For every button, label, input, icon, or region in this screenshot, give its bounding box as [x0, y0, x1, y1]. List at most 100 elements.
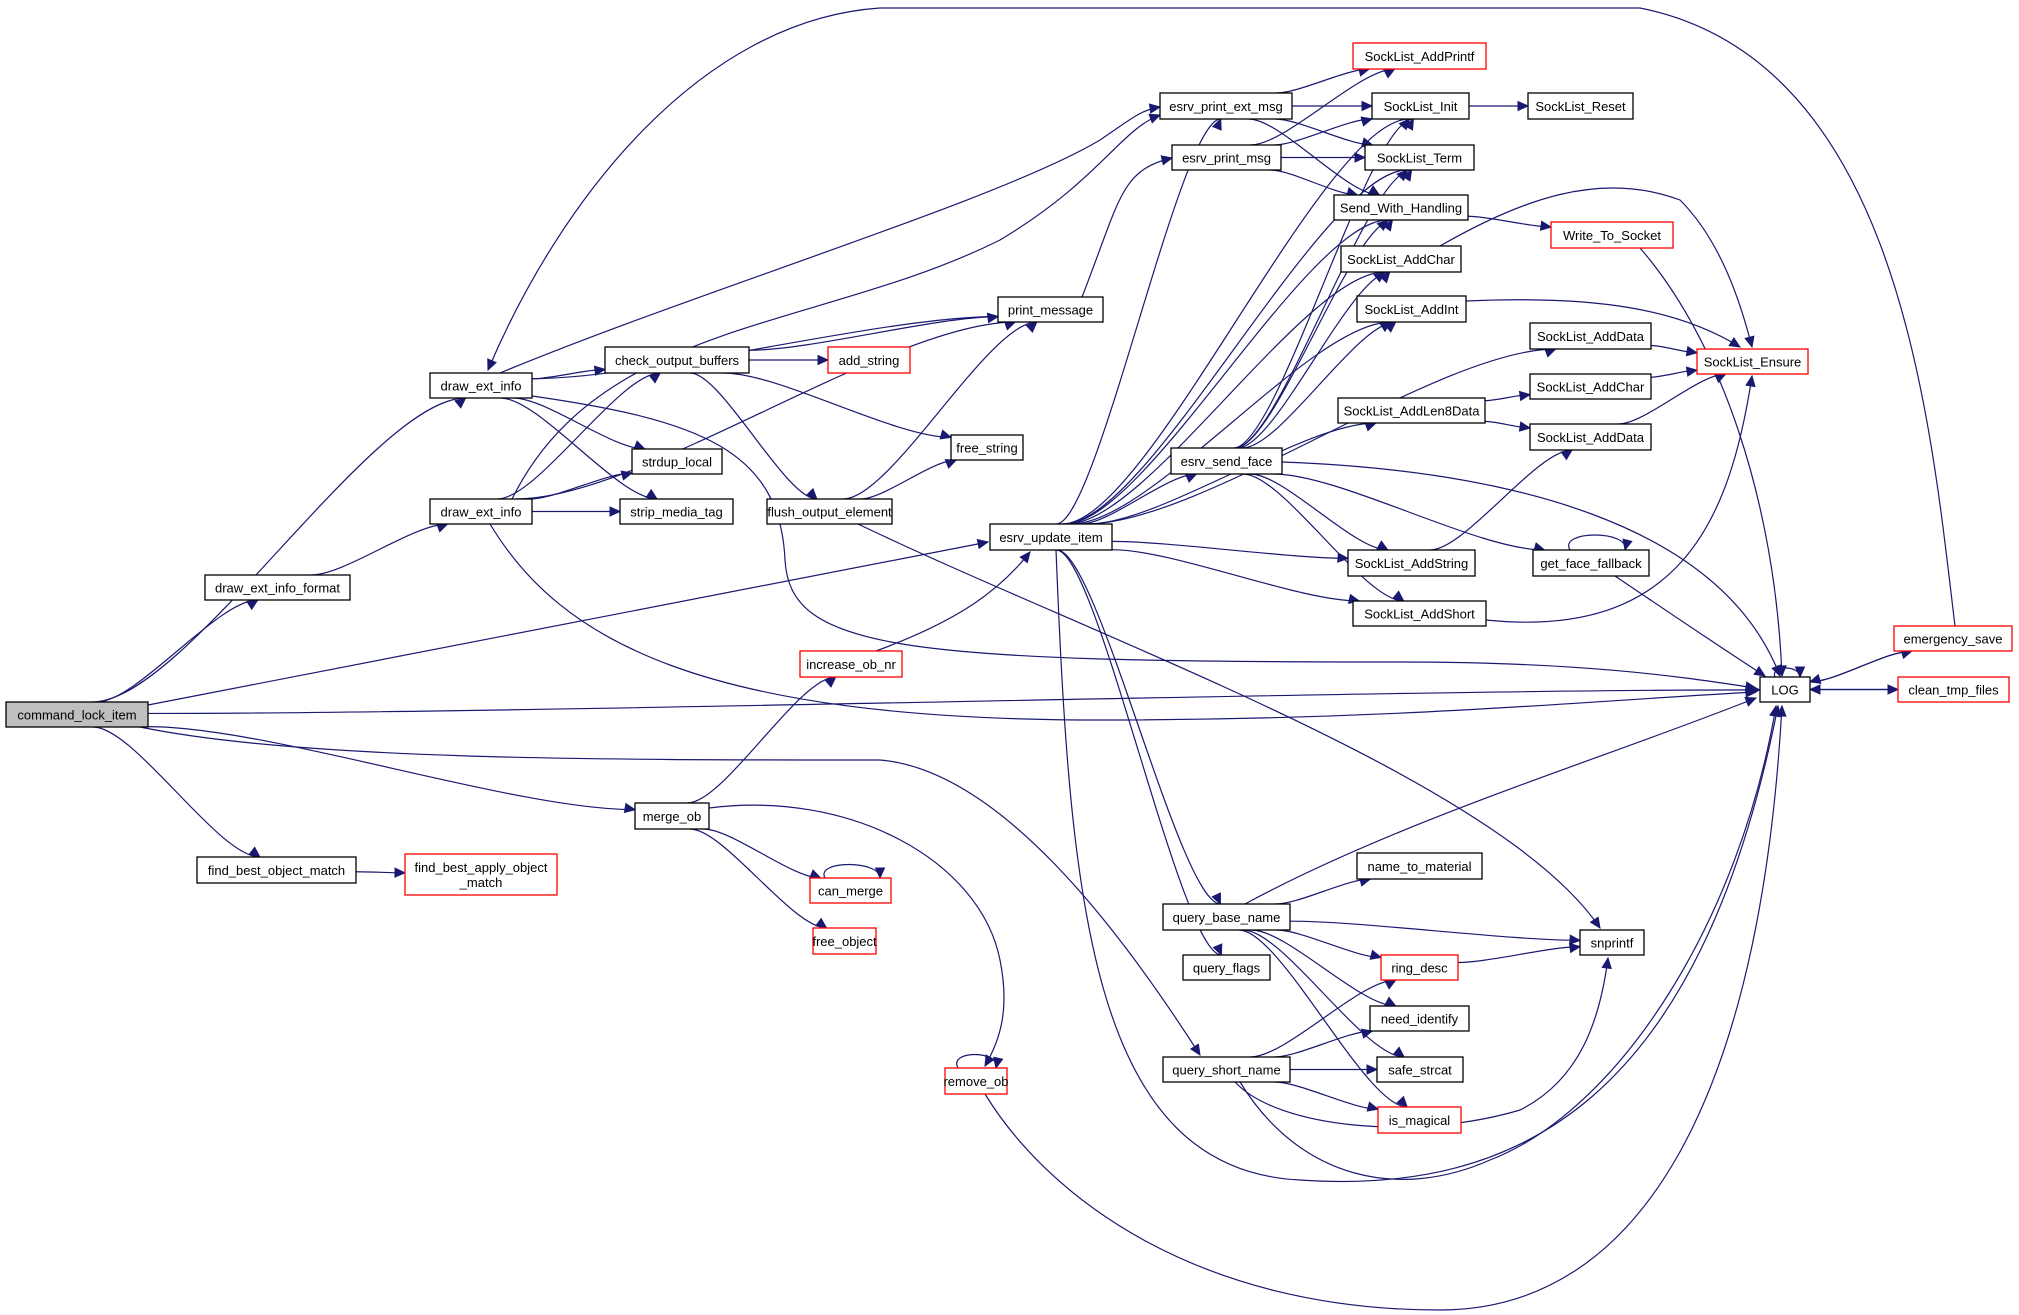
- node-socklist-init[interactable]: SockList_Init: [1371, 92, 1470, 120]
- edge-line: [708, 804, 1005, 1067]
- edge-line: [1281, 461, 1781, 677]
- node-safe-strcat[interactable]: safe_strcat: [1376, 1056, 1464, 1083]
- node-draw-ext-info-format[interactable]: draw_ext_info_format: [204, 574, 351, 601]
- node-free-object[interactable]: free_object: [812, 927, 877, 955]
- node-socklist-addstring[interactable]: SockList_AddString: [1347, 549, 1476, 577]
- node-log[interactable]: LOG: [1759, 676, 1811, 703]
- arrowhead-icon: [1745, 687, 1758, 698]
- node-name-to-material[interactable]: name_to_material: [1356, 852, 1483, 880]
- node-query-flags[interactable]: query_flags: [1182, 954, 1271, 981]
- node-socklist-addshort[interactable]: SockList_AddShort: [1352, 600, 1487, 627]
- edge-line: [984, 705, 1783, 1311]
- node-get-face-fallback[interactable]: get_face_fallback: [1532, 549, 1650, 577]
- node-draw-ext-info-b[interactable]: draw_ext_info: [429, 498, 533, 525]
- edge-line: [497, 372, 661, 500]
- arrowhead-icon: [874, 867, 886, 880]
- node-socklist-term[interactable]: SockList_Term: [1364, 144, 1475, 171]
- node-socklist-reset[interactable]: SockList_Reset: [1527, 92, 1634, 120]
- node-query-short-name[interactable]: query_short_name: [1162, 1056, 1291, 1083]
- node-find-best-object-match[interactable]: find_best_object_match: [196, 856, 357, 884]
- edge-LOG-to-emergency_save: [1809, 649, 1913, 683]
- node-strip-media-tag[interactable]: strip_media_tag: [619, 498, 734, 525]
- edge-SockList_AddData_a-to-SockList_Ensure: [1650, 344, 1699, 357]
- node-esrv-send-face[interactable]: esrv_send_face: [1170, 447, 1283, 475]
- arrowhead-icon: [1184, 473, 1198, 484]
- edge-line: [1111, 540, 1349, 560]
- node-socklist-addchar-a[interactable]: SockList_AddChar: [1340, 245, 1462, 273]
- node-label: SockList_AddChar: [1537, 380, 1645, 395]
- arrowhead-icon: [1769, 704, 1780, 718]
- node-label: clean_tmp_files: [1908, 683, 1999, 698]
- node-esrv-print-ext-msg[interactable]: esrv_print_ext_msg: [1159, 92, 1293, 120]
- node-label: safe_strcat: [1388, 1063, 1452, 1078]
- arrowhead-icon: [454, 397, 467, 409]
- node-merge-ob[interactable]: merge_ob: [634, 802, 710, 830]
- node-send-with-handling[interactable]: Send_With_Handling: [1333, 194, 1469, 221]
- edge-esrv_print_msg-to-SockList_Term: [1281, 152, 1367, 163]
- edge-SockList_AddChar_a-to-SockList_Ensure: [1439, 187, 1755, 349]
- arrowhead-icon: [817, 354, 830, 366]
- node-socklist-adddata-a[interactable]: SockList_AddData: [1529, 322, 1652, 350]
- node-command-lock-item[interactable]: command_lock_item: [5, 701, 149, 728]
- node-check-output-buffers[interactable]: check_output_buffers: [604, 346, 750, 374]
- node-socklist-ensure[interactable]: SockList_Ensure: [1696, 348, 1809, 375]
- node-esrv-print-msg[interactable]: esrv_print_msg: [1171, 144, 1282, 171]
- edge-esrv_send_face-to-SockList_AddChar_a: [1237, 271, 1391, 449]
- node-socklist-addlen8data[interactable]: SockList_AddLen8Data: [1337, 397, 1486, 424]
- edge-esrv_send_face-to-get_face_fallback: [1272, 473, 1546, 553]
- edge-line: [310, 523, 448, 576]
- node-socklist-addprintf[interactable]: SockList_AddPrintf: [1352, 42, 1487, 70]
- node-add-string[interactable]: add_string: [827, 346, 911, 374]
- node-socklist-addint[interactable]: SockList_AddInt: [1356, 295, 1467, 323]
- edge-SockList_AddChar_b-to-SockList_Ensure: [1650, 366, 1699, 378]
- node-draw-ext-info-a[interactable]: draw_ext_info: [429, 372, 533, 399]
- edge-SockList_AddInt-to-SockList_Ensure: [1465, 299, 1742, 348]
- node-find-best-apply-object-match[interactable]: find_best_apply_object_match: [404, 853, 558, 896]
- arrowhead-icon: [1383, 996, 1397, 1007]
- node-clean-tmp-files[interactable]: clean_tmp_files: [1897, 676, 2010, 703]
- node-emergency-save[interactable]: emergency_save: [1893, 625, 2013, 652]
- node-write-to-socket[interactable]: Write_To_Socket: [1550, 221, 1674, 249]
- node-print-message[interactable]: print_message: [997, 296, 1104, 323]
- node-socklist-adddata-b[interactable]: SockList_AddData: [1529, 423, 1652, 451]
- edge-draw_ext_info_a-to-strip_media_tag: [500, 397, 659, 500]
- edge-line: [147, 689, 1761, 715]
- node-snprintf[interactable]: snprintf: [1579, 929, 1645, 956]
- edge-line: [1270, 169, 1358, 196]
- node-query-base-name[interactable]: query_base_name: [1162, 903, 1291, 931]
- edge-line: [1085, 348, 1556, 525]
- node-box: [1347, 549, 1476, 577]
- node-socklist-addchar-b[interactable]: SockList_AddChar: [1529, 373, 1652, 400]
- node-box: [1550, 221, 1674, 249]
- node-ring-desc[interactable]: ring_desc: [1380, 954, 1459, 981]
- node-box: [204, 574, 351, 601]
- edge-line: [748, 315, 999, 351]
- node-can-merge[interactable]: can_merge: [809, 877, 892, 904]
- arrowhead-icon: [824, 676, 837, 688]
- node-label: draw_ext_info_format: [215, 581, 340, 596]
- node-label: ring_desc: [1391, 961, 1448, 976]
- node-flush-output-element[interactable]: flush_output_element: [766, 498, 893, 525]
- node-box: [1182, 954, 1271, 981]
- edge-esrv_send_face-to-Send_With_Handling: [1235, 218, 1394, 449]
- edge-line: [860, 459, 957, 500]
- edge-line: [1809, 650, 1912, 683]
- edge-line: [1250, 979, 1396, 1058]
- node-remove-ob[interactable]: remove_ob: [943, 1067, 1009, 1095]
- node-is-magical[interactable]: is_magical: [1377, 1106, 1462, 1134]
- node-need-identify[interactable]: need_identify: [1369, 1005, 1470, 1032]
- node-strdup-local[interactable]: strdup_local: [631, 448, 723, 475]
- edge-line: [1056, 118, 1221, 525]
- node-free-string[interactable]: free_string: [950, 434, 1024, 461]
- node-label: merge_ob: [643, 809, 702, 824]
- node-box: [1352, 600, 1487, 627]
- edge-command_lock_item-to-query_short_name: [139, 726, 1201, 1057]
- edge-flush_output_element-to-print_message: [843, 321, 1038, 500]
- edge-line: [1235, 219, 1393, 449]
- node-label: strip_media_tag: [630, 505, 723, 520]
- node-label: SockList_AddData: [1537, 329, 1645, 344]
- node-increase-ob-nr[interactable]: increase_ob_nr: [799, 650, 903, 678]
- node-esrv-update-item[interactable]: esrv_update_item: [989, 523, 1113, 551]
- node-box: [1340, 245, 1462, 273]
